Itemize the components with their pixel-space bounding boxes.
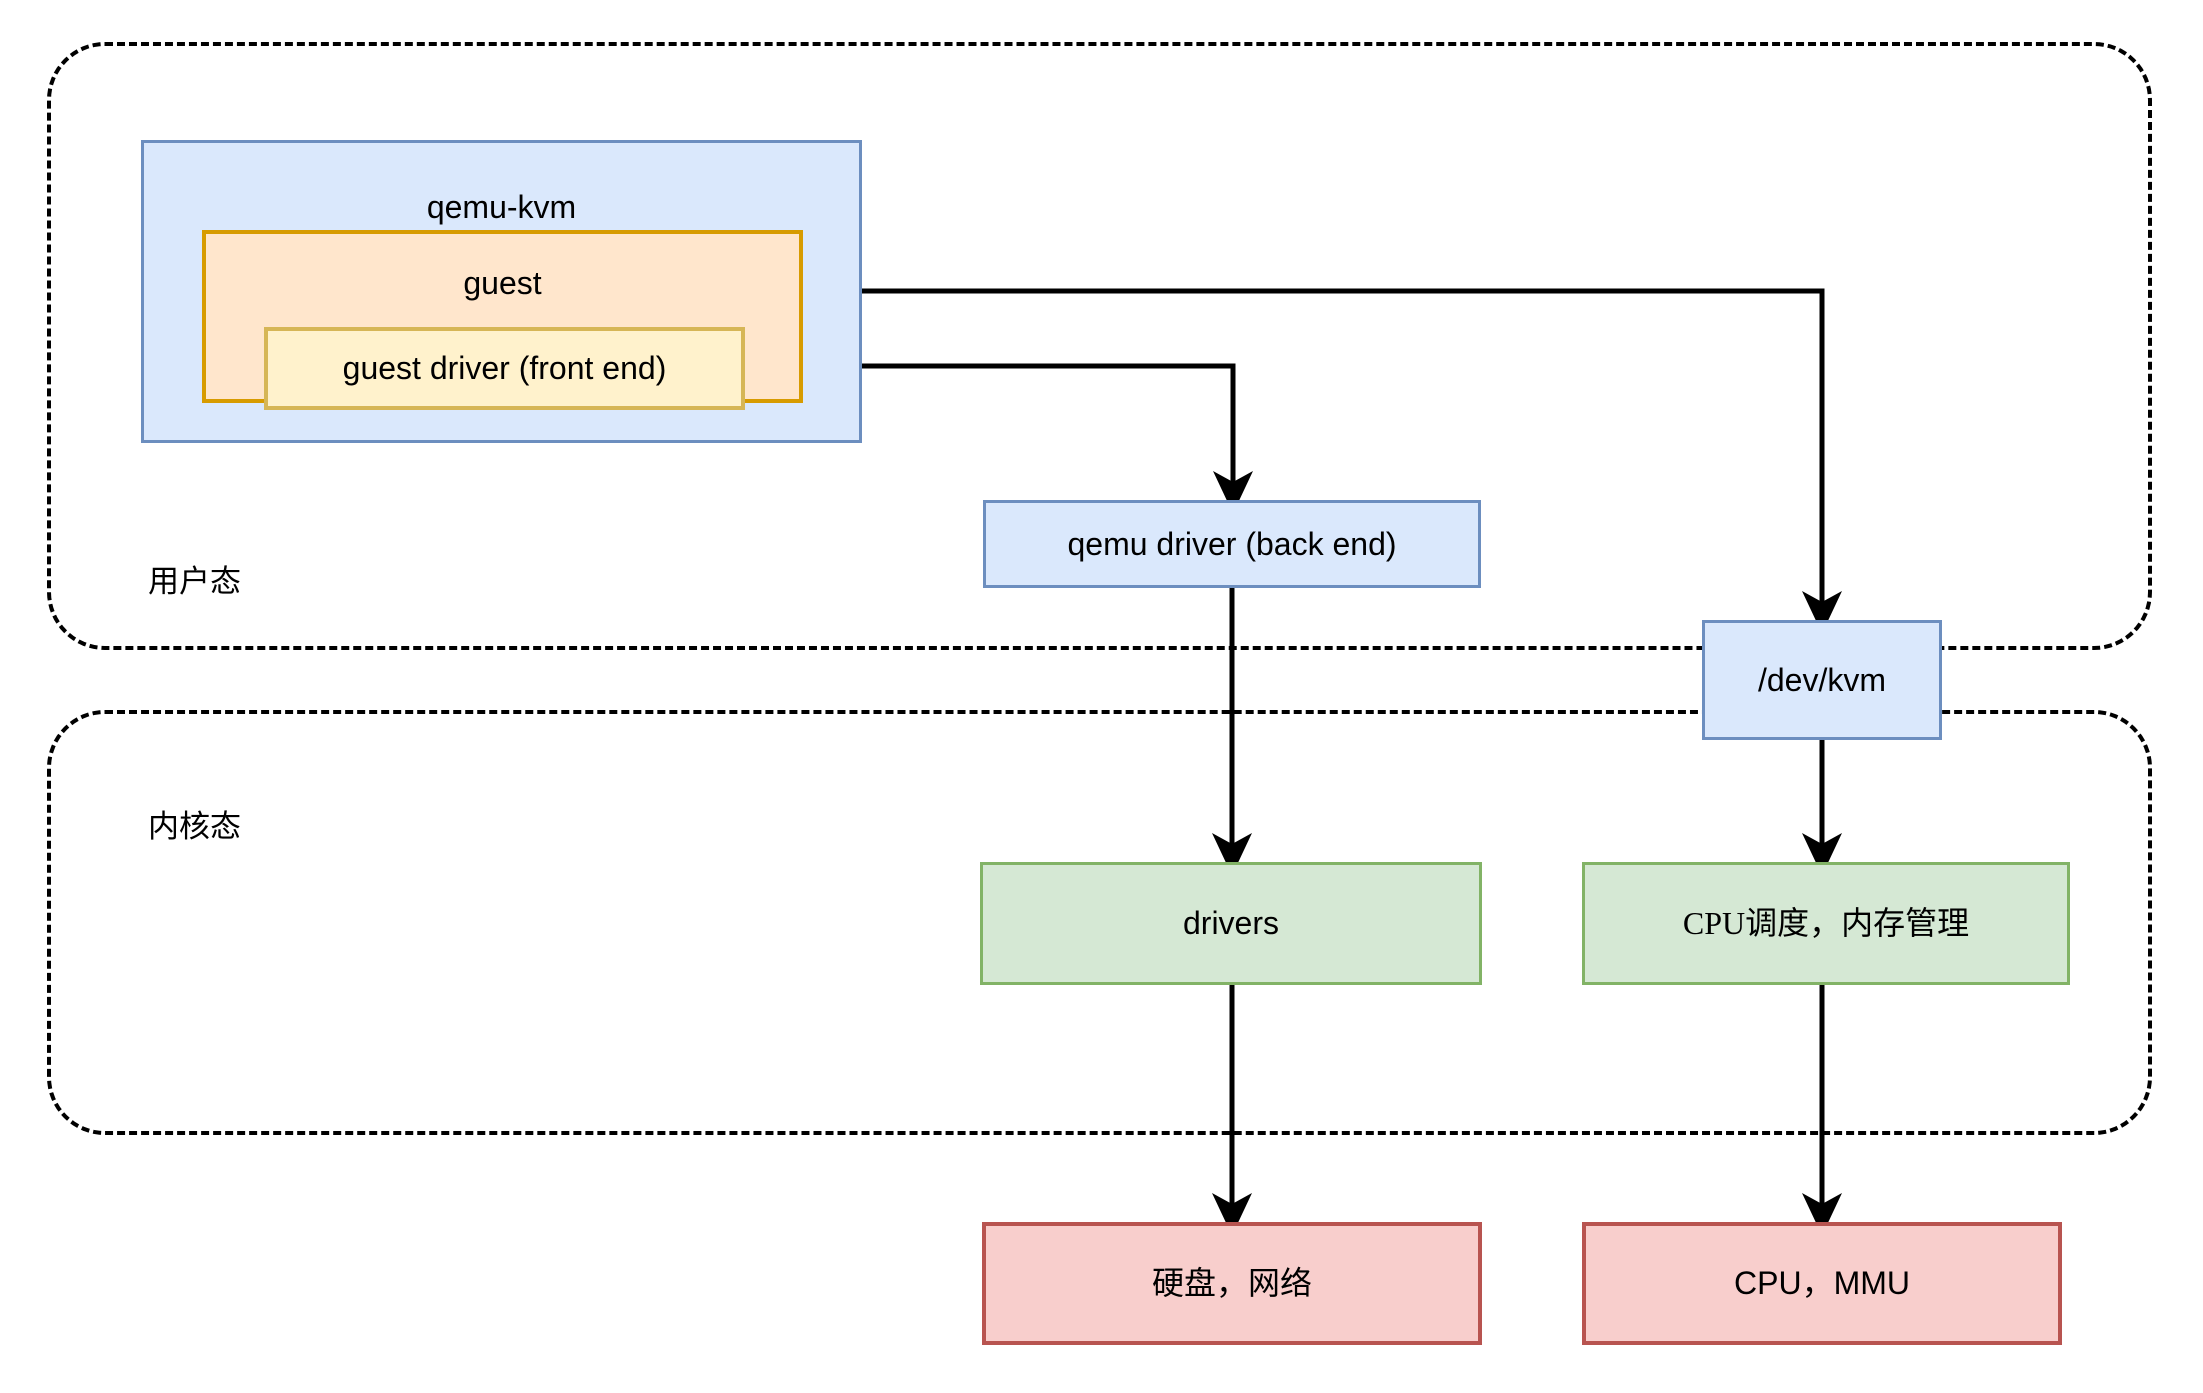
node-qemu-driver-back-end[interactable]: qemu driver (back end) xyxy=(983,500,1481,588)
node-drivers[interactable]: drivers xyxy=(980,862,1482,985)
node-label-cpu-mmu: CPU，MMU xyxy=(1734,1265,1910,1302)
zone-label-user-space: 用户态 xyxy=(148,564,241,599)
zone-user-space xyxy=(47,42,2152,650)
zone-label-kernel-space: 内核态 xyxy=(148,809,241,844)
node-label-qemu-kvm: qemu-kvm xyxy=(426,189,577,225)
node-label-guest-driver-front-end: guest driver (front end) xyxy=(342,350,667,387)
node-label-dev-kvm: /dev/kvm xyxy=(1757,661,1887,698)
node-label-drivers: drivers xyxy=(1182,905,1279,942)
node-label-guest: guest xyxy=(463,265,542,301)
node-disk-network[interactable]: 硬盘，网络 xyxy=(982,1222,1482,1345)
node-label-cpu-sched-mem-mgmt: CPU调度，内存管理 xyxy=(1682,905,1970,942)
zone-kernel-space xyxy=(47,710,2152,1135)
node-guest-driver-front-end[interactable]: guest driver (front end) xyxy=(264,327,745,410)
node-dev-kvm[interactable]: /dev/kvm xyxy=(1702,620,1942,740)
node-label-qemu-driver-back-end: qemu driver (back end) xyxy=(1067,525,1397,562)
node-label-disk-network: 硬盘，网络 xyxy=(1151,1265,1312,1302)
node-cpu-mmu[interactable]: CPU，MMU xyxy=(1582,1222,2062,1345)
node-cpu-sched-mem-mgmt[interactable]: CPU调度，内存管理 xyxy=(1582,862,2070,985)
